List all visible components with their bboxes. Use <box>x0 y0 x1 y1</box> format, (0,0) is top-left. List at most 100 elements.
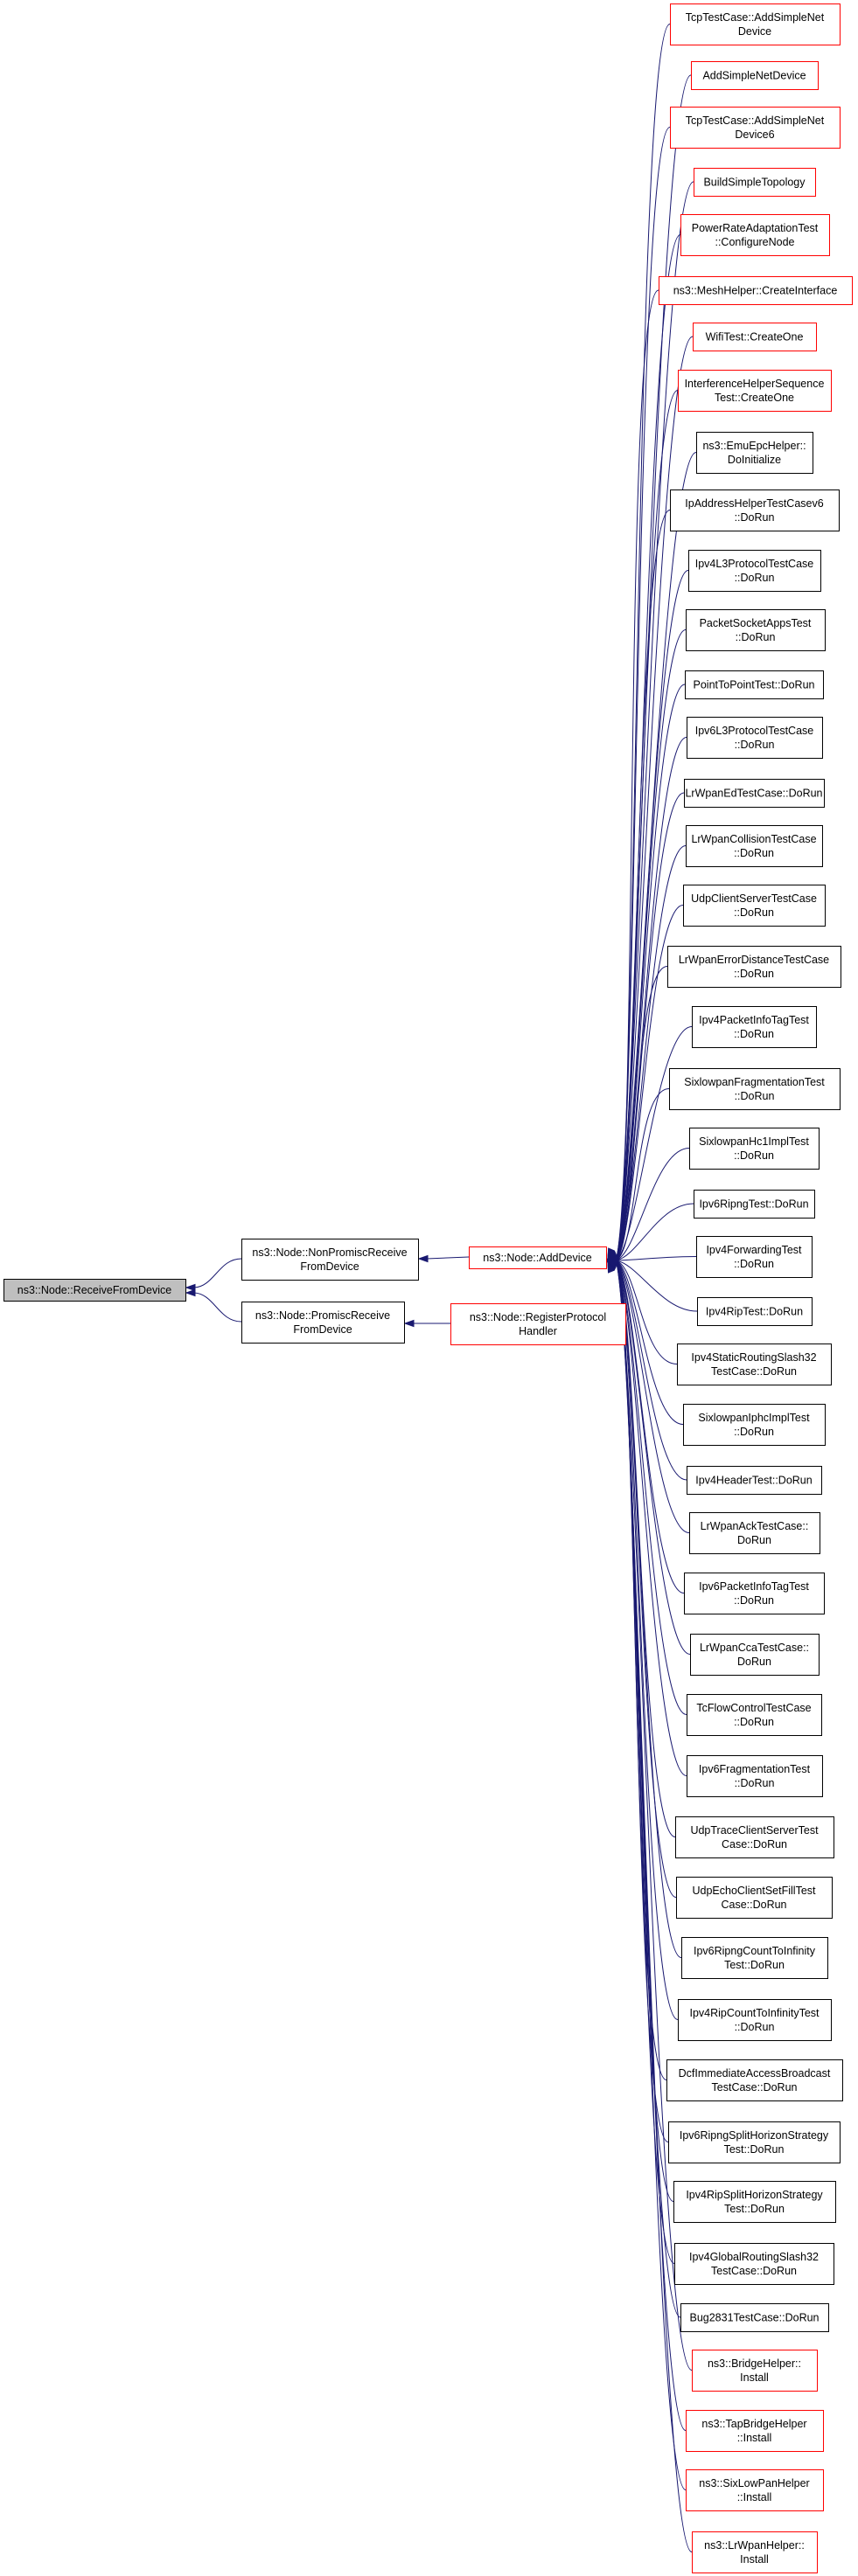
node-caller-lrwpancollisiontestcase-dorun-box[interactable] <box>686 825 823 867</box>
node-caller-wifitest-createone-box[interactable] <box>693 323 817 351</box>
node-caller-ipv6fragmentationtest-dorun-box[interactable] <box>687 1755 823 1797</box>
node-caller-powerrateadaptationtest-configurenode[interactable]: PowerRateAdaptationTest::ConfigureNode <box>680 214 830 256</box>
node-caller-bug2831testcase-dorun-box[interactable] <box>680 2303 829 2332</box>
node-caller-ns3-emuepchelper-doinitialize[interactable]: ns3::EmuEpcHelper::DoInitialize <box>696 432 813 474</box>
node-promisc-receive-from-device-box[interactable] <box>241 1302 405 1344</box>
node-caller-ns3-bridgehelper-install[interactable]: ns3::BridgeHelper::Install <box>692 2350 818 2392</box>
node-caller-ipv4l3protocoltestcase-dorun-box[interactable] <box>688 550 821 592</box>
node-caller-ns3-tapbridgehelper-install[interactable]: ns3::TapBridgeHelper::Install <box>686 2410 824 2452</box>
node-caller-udptraceclientservertestcase-dorun-box[interactable] <box>675 1816 834 1858</box>
node-caller-dcfimmediateaccessbroadcasttestcase-dorun[interactable]: DcfImmediateAccessBroadcastTestCase::DoR… <box>666 2059 843 2101</box>
node-caller-lrwpanedtestcase-dorun[interactable]: LrWpanEdTestCase::DoRun <box>684 779 825 808</box>
node-caller-udpechoclientsetfilltestcase-dorun-box[interactable] <box>676 1877 833 1919</box>
node-caller-sixlowpanfragmentationtest-dorun-box[interactable] <box>669 1068 841 1110</box>
node-caller-addsimplenetdevice[interactable]: AddSimpleNetDevice <box>691 61 819 90</box>
node-caller-ipv4globalroutingslash32testcase-dorun-box[interactable] <box>674 2243 834 2285</box>
node-caller-lrwpanacktestcase-dorun-box[interactable] <box>689 1512 820 1554</box>
node-caller-interferencehelpersequencetest-createone-box[interactable] <box>678 370 832 412</box>
node-caller-lrwpanedtestcase-dorun-box[interactable] <box>684 779 825 808</box>
node-caller-packetsocketappstest-dorun[interactable]: PacketSocketAppsTest::DoRun <box>686 609 826 651</box>
node-caller-ipv4ripcounttoinfinitytest-dorun[interactable]: Ipv4RipCountToInfinityTest::DoRun <box>678 1999 832 2041</box>
node-caller-ipv4riptest-dorun[interactable]: Ipv4RipTest::DoRun <box>697 1297 813 1326</box>
node-caller-lrwpanacktestcase-dorun[interactable]: LrWpanAckTestCase::DoRun <box>689 1512 820 1554</box>
node-caller-ipv4ripcounttoinfinitytest-dorun-box[interactable] <box>678 1999 832 2041</box>
node-caller-interferencehelpersequencetest-createone[interactable]: InterferenceHelperSequenceTest::CreateOn… <box>678 370 832 412</box>
node-receive-from-device[interactable]: ns3::Node::ReceiveFromDevice <box>3 1279 186 1302</box>
node-caller-ipv4staticroutingslash32testcase-dorun-box[interactable] <box>677 1344 832 1385</box>
node-caller-sixlowpanhc1impltest-dorun-box[interactable] <box>689 1128 820 1170</box>
node-caller-ipv6ripngsplithorizonstrategytest-dorun-box[interactable] <box>668 2121 841 2163</box>
node-caller-addsimplenetdevice-box[interactable] <box>691 61 819 90</box>
node-caller-ns3-meshhelper-createinterface[interactable]: ns3::MeshHelper::CreateInterface <box>659 276 853 305</box>
node-caller-wifitest-createone[interactable]: WifiTest::CreateOne <box>693 323 817 351</box>
node-caller-sixlowpanfragmentationtest-dorun[interactable]: SixlowpanFragmentationTest::DoRun <box>669 1068 841 1110</box>
node-caller-dcfimmediateaccessbroadcasttestcase-dorun-box[interactable] <box>666 2059 843 2101</box>
node-caller-udpclientservertestcase-dorun[interactable]: UdpClientServerTestCase::DoRun <box>683 885 826 927</box>
node-caller-tcptestcase-addsimplenetdevice6-box[interactable] <box>670 107 841 149</box>
node-caller-lrwpanccatestcase-dorun[interactable]: LrWpanCcaTestCase::DoRun <box>690 1634 820 1676</box>
node-caller-lrwpanerrordistancetestcase-dorun-box[interactable] <box>667 946 841 988</box>
node-caller-tcflowcontroltestcase-dorun-box[interactable] <box>687 1694 822 1736</box>
node-caller-ipv6ripngcounttoinfinitytest-dorun-box[interactable] <box>681 1937 828 1979</box>
node-caller-udpclientservertestcase-dorun-box[interactable] <box>683 885 826 927</box>
node-caller-ipv4forwardingtest-dorun-box[interactable] <box>696 1236 813 1278</box>
node-caller-ipv4ripsplithorizonstrategytest-dorun-box[interactable] <box>673 2181 836 2223</box>
node-caller-sixlowpanhc1impltest-dorun[interactable]: SixlowpanHc1ImplTest::DoRun <box>689 1128 820 1170</box>
node-caller-ipv4headertest-dorun-box[interactable] <box>687 1466 822 1495</box>
node-caller-ipaddresshelpertestcasev6-dorun[interactable]: IpAddressHelperTestCasev6::DoRun <box>670 490 840 531</box>
node-non-promisc-receive-from-device-box[interactable] <box>241 1239 419 1281</box>
node-caller-lrwpanerrordistancetestcase-dorun[interactable]: LrWpanErrorDistanceTestCase::DoRun <box>667 946 841 988</box>
node-caller-ns3-bridgehelper-install-box[interactable] <box>692 2350 818 2392</box>
node-receive-from-device-box[interactable] <box>3 1279 186 1302</box>
node-caller-lrwpanccatestcase-dorun-box[interactable] <box>690 1634 820 1676</box>
node-caller-ns3-lrwpanhelper-install[interactable]: ns3::LrWpanHelper::Install <box>692 2531 818 2573</box>
node-caller-ipv4l3protocoltestcase-dorun[interactable]: Ipv4L3ProtocolTestCase::DoRun <box>688 550 821 592</box>
node-caller-ipv6l3protocoltestcase-dorun-box[interactable] <box>687 717 823 759</box>
node-caller-powerrateadaptationtest-configurenode-box[interactable] <box>680 214 830 256</box>
node-caller-ipaddresshelpertestcasev6-dorun-box[interactable] <box>670 490 840 531</box>
node-caller-ipv6ripngtest-dorun-box[interactable] <box>694 1190 815 1219</box>
node-caller-ipv4packetinfotagtest-dorun-box[interactable] <box>692 1006 817 1048</box>
node-caller-lrwpancollisiontestcase-dorun[interactable]: LrWpanCollisionTestCase::DoRun <box>686 825 823 867</box>
node-caller-sixlowpaniphcimpltest-dorun[interactable]: SixlowpanIphcImplTest::DoRun <box>683 1404 826 1446</box>
node-caller-ipv6packetinfotagtest-dorun-box[interactable] <box>684 1573 825 1614</box>
node-add-device-box[interactable] <box>469 1246 607 1269</box>
node-caller-ipv4packetinfotagtest-dorun[interactable]: Ipv4PacketInfoTagTest::DoRun <box>692 1006 817 1048</box>
node-caller-ns3-emuepchelper-doinitialize-box[interactable] <box>696 432 813 474</box>
node-caller-pointtopointtest-dorun[interactable]: PointToPointTest::DoRun <box>685 670 824 699</box>
node-caller-ipv6fragmentationtest-dorun[interactable]: Ipv6FragmentationTest::DoRun <box>687 1755 823 1797</box>
node-add-device[interactable]: ns3::Node::AddDevice <box>469 1246 607 1269</box>
node-caller-ipv4headertest-dorun[interactable]: Ipv4HeaderTest::DoRun <box>687 1466 822 1495</box>
node-caller-ipv4riptest-dorun-box[interactable] <box>697 1297 813 1326</box>
node-caller-bug2831testcase-dorun[interactable]: Bug2831TestCase::DoRun <box>680 2303 829 2332</box>
node-caller-ns3-tapbridgehelper-install-box[interactable] <box>686 2410 824 2452</box>
node-caller-pointtopointtest-dorun-box[interactable] <box>685 670 824 699</box>
node-caller-ipv4forwardingtest-dorun[interactable]: Ipv4ForwardingTest::DoRun <box>696 1236 813 1278</box>
node-caller-tcflowcontroltestcase-dorun[interactable]: TcFlowControlTestCase::DoRun <box>687 1694 822 1736</box>
node-caller-ns3-sixlowpanhelper-install-box[interactable] <box>686 2469 824 2511</box>
node-caller-buildsimpletopology[interactable]: BuildSimpleTopology <box>694 168 816 197</box>
node-caller-packetsocketappstest-dorun-box[interactable] <box>686 609 826 651</box>
node-caller-ipv6ripngtest-dorun[interactable]: Ipv6RipngTest::DoRun <box>694 1190 815 1219</box>
node-caller-ns3-lrwpanhelper-install-box[interactable] <box>692 2531 818 2573</box>
node-caller-ns3-meshhelper-createinterface-box[interactable] <box>659 276 853 305</box>
node-caller-buildsimpletopology-box[interactable] <box>694 168 816 197</box>
node-caller-ns3-sixlowpanhelper-install[interactable]: ns3::SixLowPanHelper::Install <box>686 2469 824 2511</box>
node-register-protocol-handler-box[interactable] <box>450 1303 626 1345</box>
node-caller-ipv6l3protocoltestcase-dorun[interactable]: Ipv6L3ProtocolTestCase::DoRun <box>687 717 823 759</box>
node-caller-ipv6packetinfotagtest-dorun[interactable]: Ipv6PacketInfoTagTest::DoRun <box>684 1573 825 1614</box>
node-caller-sixlowpaniphcimpltest-dorun-box[interactable] <box>683 1404 826 1446</box>
node-caller-tcptestcase-addsimplenetdevice[interactable]: TcpTestCase::AddSimpleNetDevice <box>670 3 841 45</box>
node-caller-tcptestcase-addsimplenetdevice-box[interactable] <box>670 3 841 45</box>
